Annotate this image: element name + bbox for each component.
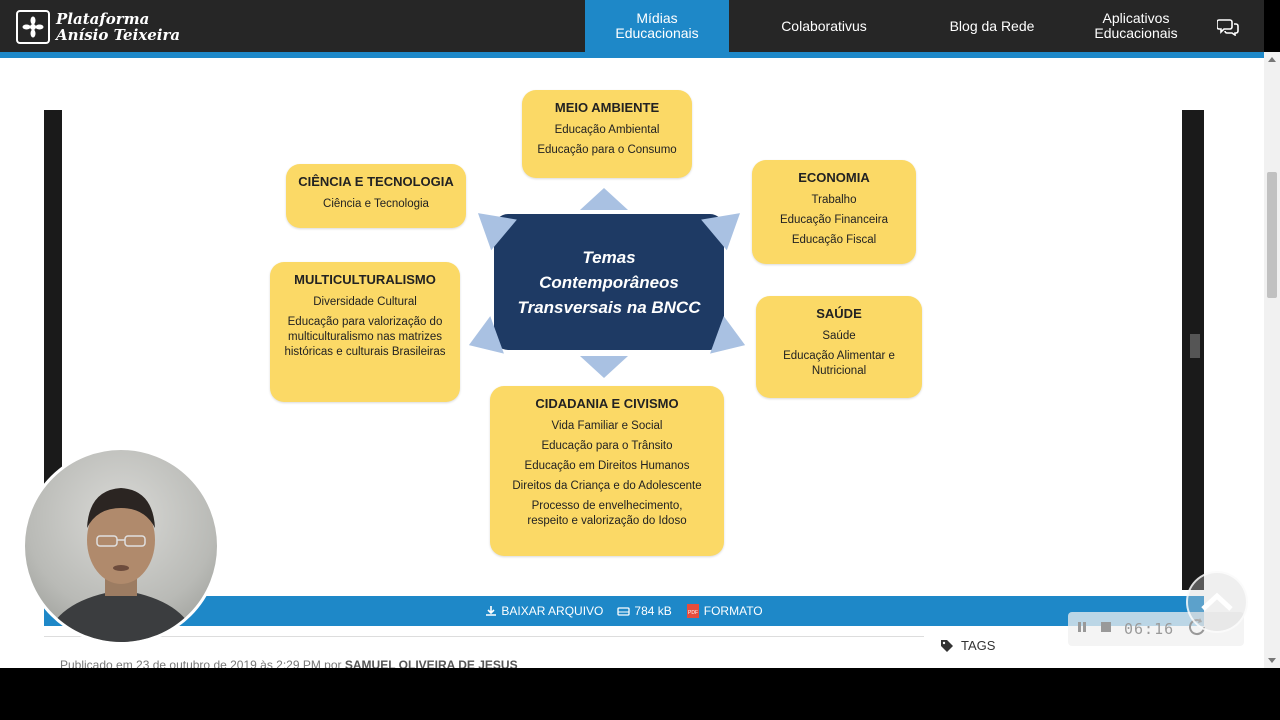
box-title: MEIO AMBIENTE xyxy=(554,100,660,115)
box-item: Educação para valorização do multicultur… xyxy=(284,316,446,358)
box-title: CIÊNCIA E TECNOLOGIA xyxy=(298,174,454,189)
page-viewport: Temas Contemporâneos Transversais na BNC… xyxy=(0,52,1280,668)
tags-heading: TAGS xyxy=(940,638,995,653)
download-button[interactable]: BAIXAR ARQUIVO xyxy=(485,604,603,618)
box-item: Trabalho xyxy=(811,194,857,206)
chevron-up-icon xyxy=(1201,592,1233,611)
pdf-icon: PDF xyxy=(686,604,699,618)
nav-item-label: Colaborativus xyxy=(781,17,867,34)
stop-icon[interactable] xyxy=(1100,620,1112,638)
hard-drive-icon xyxy=(617,607,631,616)
logo-line-2: Anísio Teixeira xyxy=(56,26,181,44)
diagram-center-node: Temas Contemporâneos Transversais na BNC… xyxy=(494,214,724,350)
box-item: Educação para o Consumo xyxy=(537,144,677,156)
nav-item-label: Educacionais xyxy=(615,25,699,41)
scroll-thumb[interactable] xyxy=(1267,172,1277,298)
webcam-overlay xyxy=(22,447,220,645)
nav-item-label: Blog da Rede xyxy=(949,17,1035,34)
document-viewer: Temas Contemporâneos Transversais na BNC… xyxy=(62,58,1182,596)
box-item: Educação em Direitos Humanos xyxy=(524,460,690,472)
box-saude: SAÚDE Saúde Educação Alimentar e Nutrici… xyxy=(756,296,922,398)
box-title: SAÚDE xyxy=(816,306,862,321)
scroll-down-arrow-icon[interactable] xyxy=(1264,654,1280,668)
box-item: Educação Fiscal xyxy=(791,234,877,246)
box-item: Educação Ambiental xyxy=(554,124,660,136)
center-line-3: Transversais na BNCC xyxy=(517,297,701,317)
person-silhouette xyxy=(45,488,197,642)
box-economia: ECONOMIA Trabalho Educação Financeira Ed… xyxy=(752,160,916,264)
chat-bubbles-icon[interactable] xyxy=(1214,14,1242,40)
box-item: Ciência e Tecnologia xyxy=(323,198,429,210)
download-icon xyxy=(486,606,497,616)
box-title: MULTICULTURALISMO xyxy=(294,272,436,287)
logo-flower-icon xyxy=(16,10,50,44)
scroll-up-arrow-icon[interactable] xyxy=(1264,52,1280,66)
viewer-scroll-thumb[interactable] xyxy=(1190,334,1200,358)
tags-icon xyxy=(941,639,953,652)
tags-label: TAGS xyxy=(961,638,996,653)
nav-item-label: Mídias xyxy=(636,10,678,26)
published-info: Publicado em 23 de outubro de 2019 às 2:… xyxy=(60,658,518,668)
center-line-1: Temas xyxy=(582,247,636,267)
logo-line-1: Plataforma xyxy=(56,10,150,28)
box-title: CIDADANIA E CIVISMO xyxy=(535,396,679,411)
site-logo[interactable]: Plataforma Anísio Teixeira xyxy=(16,10,186,44)
arrow-up xyxy=(580,188,628,210)
box-cidadania-civismo: CIDADANIA E CIVISMO Vida Familiar e Soci… xyxy=(490,386,724,556)
box-title: ECONOMIA xyxy=(798,170,870,185)
box-item: Direitos da Criança e do Adolescente xyxy=(512,480,702,492)
scroll-to-top-button[interactable] xyxy=(1186,571,1248,633)
box-multiculturalismo: MULTICULTURALISMO Diversidade Cultural E… xyxy=(270,262,460,402)
svg-text:PDF: PDF xyxy=(688,610,698,616)
box-item: Processo de envelhecimento, respeito e v… xyxy=(527,500,687,527)
box-item: Educação para o Trânsito xyxy=(541,440,673,452)
file-format-label: FORMATO xyxy=(703,604,763,618)
published-text: Publicado em 23 de outubro de 2019 às 2:… xyxy=(60,658,342,668)
box-item: Educação Alimentar e Nutricional xyxy=(783,350,895,377)
content-divider xyxy=(44,636,924,637)
center-line-2: Contemporâneos xyxy=(539,272,679,292)
nav-item-label: Educacionais xyxy=(1094,25,1178,41)
recording-timer: 06:16 xyxy=(1124,620,1175,638)
page-scrollbar[interactable] xyxy=(1264,52,1280,668)
box-item: Saúde xyxy=(822,330,856,342)
box-meio-ambiente: MEIO AMBIENTE Educação Ambiental Educaçã… xyxy=(522,90,692,178)
nav-blog-da-rede[interactable]: Blog da Rede xyxy=(920,0,1064,52)
file-size: 784 kB xyxy=(617,604,672,618)
arrow-down xyxy=(580,356,628,378)
nav-colaborativus[interactable]: Colaborativus xyxy=(752,0,896,52)
author-link[interactable]: SAMUEL OLIVEIRA DE JESUS xyxy=(344,658,518,668)
download-label: BAIXAR ARQUIVO xyxy=(501,604,604,618)
nav-item-label: Aplicativos xyxy=(1102,10,1170,26)
file-size-value: 784 kB xyxy=(634,604,672,618)
box-ciencia-tecnologia: CIÊNCIA E TECNOLOGIA Ciência e Tecnologi… xyxy=(286,164,466,228)
navbar-accent-line xyxy=(0,52,1264,58)
download-bar: BAIXAR ARQUIVO 784 kB PDF FORMATO xyxy=(44,596,1204,626)
pause-icon[interactable] xyxy=(1076,620,1088,638)
file-format: PDF FORMATO xyxy=(686,603,763,619)
box-item: Educação Financeira xyxy=(779,214,889,226)
box-item: Vida Familiar e Social xyxy=(551,420,663,432)
box-item: Diversidade Cultural xyxy=(313,296,417,308)
